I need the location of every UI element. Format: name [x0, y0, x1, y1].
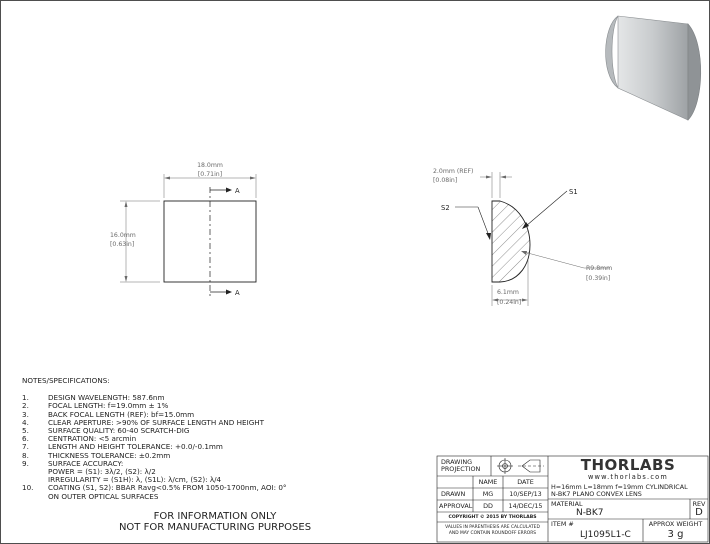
note-number: 1.: [22, 393, 29, 403]
projection-label-1: DRAWING: [441, 458, 473, 466]
note-item: 7. LENGTH AND HEIGHT TOLERANCE: +0.0/-0.1…: [22, 443, 287, 451]
material-value: N-BK7: [576, 508, 604, 518]
edge-dimension-in: [0.08in]: [433, 177, 457, 184]
section-label-top: A: [235, 187, 240, 195]
note-item: 1. DESIGN WAVELENGTH: 587.6nm: [22, 393, 287, 403]
radius-dimension-in: [0.39in]: [586, 275, 610, 282]
surface-s2-label: S2: [441, 204, 450, 212]
item-number: LJ1095L1-C: [580, 530, 631, 540]
title-block: [436, 455, 709, 543]
note-item: 8. THICKNESS TOLERANCE: ±0.2mm: [22, 450, 287, 460]
drawn-date: 10/SEP/13: [509, 490, 542, 498]
note-number: 2.: [22, 401, 29, 411]
note-item: 3. BACK FOCAL LENGTH (REF): bf=15.0mm: [22, 409, 287, 419]
disclaimer-line-2: NOT FOR MANUFACTURING PURPOSES: [118, 522, 312, 533]
note-item: 10. COATING (S1, S2): BBAR Ravg<0.5% FROM…: [22, 484, 287, 492]
front-view: [120, 174, 257, 298]
approval-date: 14/DEC/15: [508, 502, 543, 510]
thickness-dimension-in: [0.24in]: [497, 299, 521, 306]
weight-label: APPROX WEIGHT: [648, 520, 703, 528]
information-disclaimer: FOR INFORMATION ONLY NOT FOR MANUFACTURI…: [115, 511, 315, 533]
note-subitem: POWER = (S1): 3λ/2, (S2): λ/2: [48, 467, 156, 477]
surface-s1-label: S1: [569, 188, 578, 196]
drawn-name: MG: [482, 490, 494, 498]
note-subitem: ON OUTER OPTICAL SURFACES: [48, 491, 159, 501]
thickness-dimension-mm: 6.1mm: [497, 289, 519, 296]
height-dimension-mm: 16.0mm: [110, 232, 136, 239]
width-dimension-mm: 18.0mm: [197, 162, 223, 169]
thorlabs-logo: THORLABS: [580, 456, 676, 474]
note-text: SURFACE ACCURACY:: [48, 458, 124, 468]
item-number-label: ITEM #: [551, 520, 574, 528]
description-line-2: N-BK7 PLANO CONVEX LENS: [551, 490, 642, 498]
note-text: LENGTH AND HEIGHT TOLERANCE: +0.0/-0.1mm: [48, 442, 223, 452]
column-date-header: DATE: [517, 478, 534, 486]
width-dimension-in: [0.71in]: [198, 171, 222, 178]
note-item: 4. CLEAR APERTURE: >90% OF SURFACE LENGTH…: [22, 417, 287, 427]
notes-list: 1. DESIGN WAVELENGTH: 587.6nm 2. FOCAL LENG…: [22, 393, 287, 501]
projection-label-2: PROJECTION: [441, 465, 481, 473]
note-number: 8.: [22, 450, 29, 460]
column-name-header: NAME: [478, 478, 498, 486]
note-number: 3.: [22, 409, 29, 419]
note-number: 9.: [22, 458, 29, 468]
height-dimension-in: [0.63in]: [110, 241, 134, 248]
material-label: MATERIAL: [551, 500, 583, 508]
values-note-2: AND MAY CONTAIN ROUNDOFF ERRORS: [448, 531, 537, 536]
note-text: BACK FOCAL LENGTH (REF): bf=15.0mm: [48, 409, 195, 419]
note-number: 4.: [22, 417, 29, 427]
note-text: THICKNESS TOLERANCE: ±0.2mm: [48, 450, 171, 460]
note-item: 5. SURFACE QUALITY: 60-40 SCRATCH-DIG: [22, 426, 287, 436]
lens-3d-render: [605, 15, 702, 121]
note-item: 9. SURFACE ACCURACY:: [22, 458, 287, 468]
weight-value: 3 g: [667, 529, 684, 540]
note-number: 5.: [22, 426, 29, 436]
note-text: COATING (S1, S2): BBAR Ravg<0.5% FROM 10…: [48, 483, 287, 493]
note-text: CLEAR APERTURE: >90% OF SURFACE LENGTH A…: [48, 417, 265, 427]
approval-label: APPROVAL: [439, 502, 473, 510]
revision-value: D: [695, 507, 703, 518]
note-item: 6. CENTRATION: <5 arcmin: [22, 435, 287, 443]
note-item: 2. FOCAL LENGTH: f=19.0mm ± 1%: [22, 402, 287, 410]
drawn-label: DRAWN: [441, 490, 466, 498]
note-text: FOCAL LENGTH: f=19.0mm ± 1%: [48, 401, 169, 411]
values-note-1: VALUES IN PARENTHESIS ARE CALCULATED: [445, 525, 540, 530]
copyright-notice: COPYRIGHT © 2015 BY THORLABS: [448, 515, 537, 520]
approval-name: DD: [483, 502, 493, 510]
website: www.thorlabs.com: [587, 473, 669, 481]
revision-label: REV: [692, 500, 706, 508]
note-subitem: IRREGULARITY = (S1H): λ, (S1L): λ/cm, (S…: [48, 475, 222, 485]
disclaimer-line-1: FOR INFORMATION ONLY: [153, 511, 277, 522]
notes-specifications: NOTES/SPECIFICATIONS: 1. DESIGN WAVELENGT…: [22, 376, 287, 501]
radius-dimension-mm: R9.8mm: [586, 265, 612, 272]
section-view: [455, 172, 610, 306]
section-label-bottom: A: [235, 289, 240, 297]
note-number: 7.: [22, 442, 29, 452]
note-text: SURFACE QUALITY: 60-40 SCRATCH-DIG: [48, 426, 190, 436]
description-line-1: H=16mm L=18mm f=19mm CYLINDRICAL: [551, 483, 688, 491]
edge-dimension-mm: 2.0mm (REF): [433, 168, 473, 175]
note-text: CENTRATION: <5 arcmin: [48, 434, 137, 444]
notes-title: NOTES/SPECIFICATIONS:: [22, 376, 110, 385]
note-number: 10.: [22, 483, 34, 493]
note-number: 6.: [22, 434, 29, 444]
note-text: DESIGN WAVELENGTH: 587.6nm: [48, 393, 165, 403]
